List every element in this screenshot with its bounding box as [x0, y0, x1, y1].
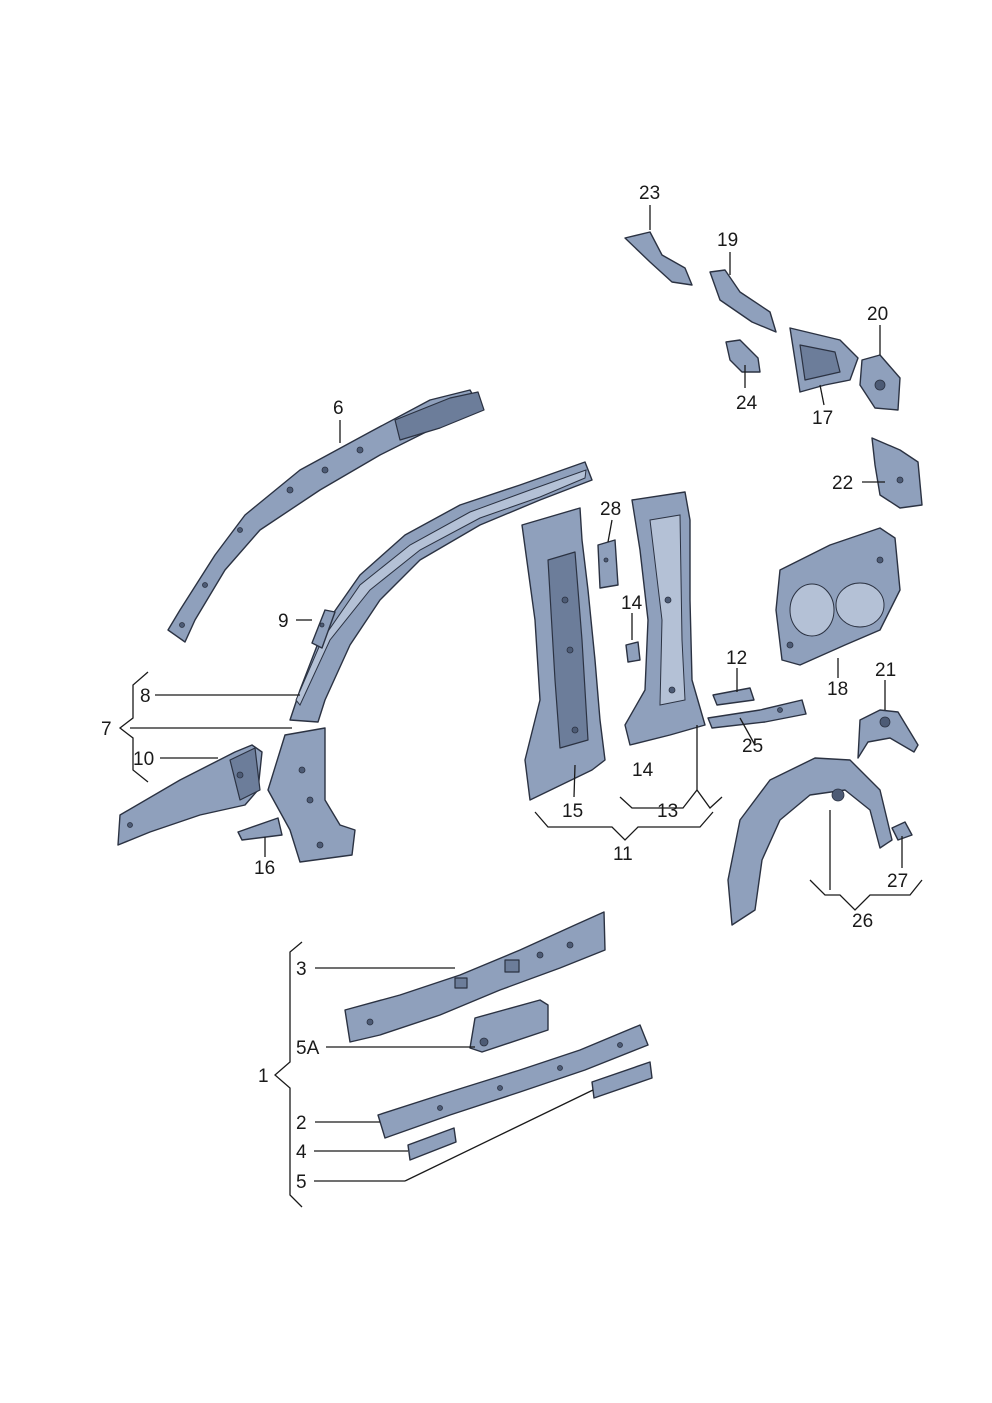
part-a-pillar-lower [267, 727, 356, 863]
part-19-bracket [709, 269, 777, 333]
part-10-front-rail [117, 744, 263, 846]
callout-16: 16 [254, 858, 275, 879]
callout-17: 17 [812, 408, 833, 429]
callout-10: 10 [133, 749, 154, 770]
callout-4: 4 [296, 1142, 307, 1163]
part-24-bracket [725, 339, 761, 373]
callout-9: 9 [278, 611, 289, 632]
callout-5: 5 [296, 1172, 307, 1193]
part-14-clip [625, 641, 641, 663]
callout-2: 2 [296, 1113, 307, 1134]
callout-11: 11 [613, 844, 633, 865]
callout-20: 20 [867, 304, 888, 325]
part-25-floor-bracket [707, 699, 807, 729]
leader-lines [118, 205, 923, 1208]
callout-3: 3 [296, 959, 307, 980]
part-27-clip [891, 821, 913, 841]
callout-6: 6 [333, 398, 344, 419]
callout-27: 27 [887, 871, 908, 892]
callout-7: 7 [101, 719, 112, 740]
part-13-b-pillar-outer [624, 491, 706, 746]
callout-28: 28 [600, 499, 621, 520]
callout-25: 25 [742, 736, 763, 757]
part-17-wheelhouse-upper [789, 327, 859, 393]
part-28-reinforcement [597, 539, 619, 589]
part-6-roof-rail [167, 389, 485, 643]
part-12-bracket [712, 687, 755, 706]
callout-24: 24 [736, 393, 758, 414]
callout-23: 23 [639, 183, 660, 204]
part-26-wheelhouse [727, 757, 893, 926]
part-22-panel [871, 437, 923, 509]
part-9-bracket [311, 609, 336, 649]
part-21-bracket [857, 709, 919, 759]
callout-18: 18 [827, 679, 848, 700]
callout-19: 19 [717, 230, 738, 251]
callout-22: 22 [832, 473, 853, 494]
callout-12: 12 [726, 648, 747, 669]
part-18-rear-inner-panel [775, 527, 901, 666]
part-23-bracket [624, 231, 693, 286]
part-3-sill-upper [344, 911, 606, 1043]
callout-8: 8 [140, 686, 151, 707]
callout-1: 1 [258, 1066, 269, 1087]
part-15-b-pillar-inner [521, 507, 606, 801]
callout-21: 21 [875, 660, 896, 681]
part-5a-bracket [469, 999, 549, 1053]
part-16-plate [237, 817, 283, 841]
callout-15: 15 [562, 801, 583, 822]
callout-14-lower: 14 [632, 760, 654, 781]
callout-13: 13 [657, 801, 678, 822]
part-2-sill-lower [377, 1024, 649, 1139]
callout-5a: 5A [296, 1038, 320, 1059]
part-20-bracket [859, 354, 901, 411]
part-8-a-pillar-arch [289, 461, 593, 723]
part-5-plate [591, 1061, 653, 1099]
callout-14-upper: 14 [621, 593, 643, 614]
callout-26: 26 [852, 911, 873, 932]
part-4-plate [407, 1127, 457, 1161]
